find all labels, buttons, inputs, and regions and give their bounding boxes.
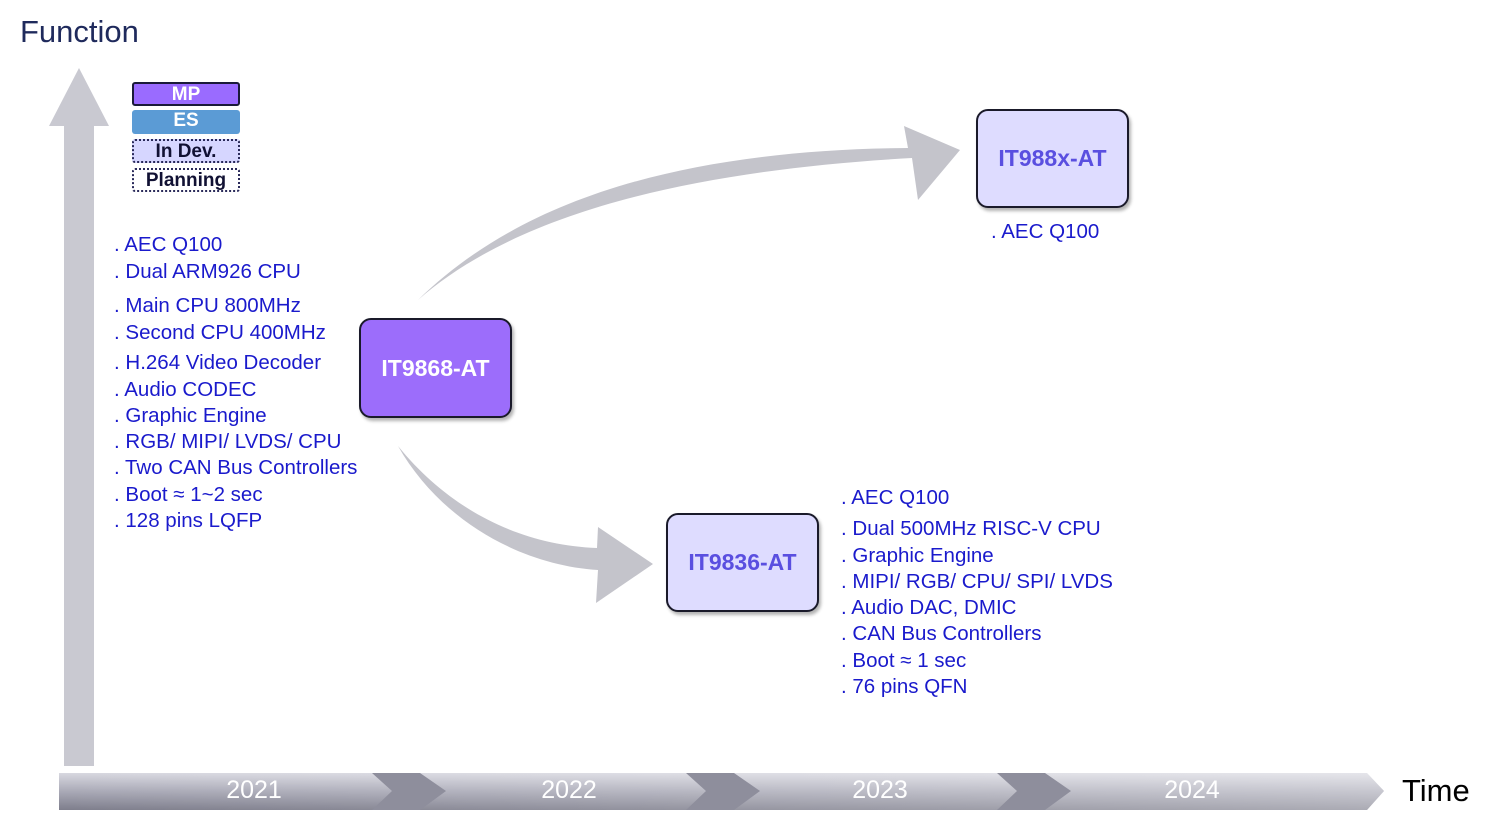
chip-label: IT988x-AT [998, 145, 1107, 171]
chip-it9836-at: IT9836-AT [666, 513, 819, 612]
legend-in-dev: In Dev. [132, 139, 240, 163]
timeline-chevron-2 [686, 773, 760, 810]
chip-label: IT9836-AT [688, 549, 797, 575]
arrow-to-it9836 [398, 446, 653, 603]
feature-item: . CAN Bus Controllers [841, 622, 1042, 645]
timeline-year-2021: 2021 [226, 776, 282, 804]
feature-item: . H.264 Video Decoder [114, 351, 322, 374]
timeline-year-2023: 2023 [852, 776, 908, 804]
feature-item: . AEC Q100 [991, 220, 1100, 243]
feature-item: . Second CPU 400MHz [114, 321, 326, 344]
feature-item: . AEC Q100 [114, 233, 223, 256]
feature-item: . 76 pins QFN [841, 675, 968, 698]
feature-item: . Audio CODEC [114, 378, 257, 401]
feature-item: . Dual ARM926 CPU [114, 260, 301, 283]
feature-item: . Boot ≈ 1~2 sec [114, 483, 263, 506]
function-axis-arrow [49, 68, 109, 766]
timeline-year-2022: 2022 [541, 776, 597, 804]
legend-planning: Planning [132, 168, 240, 192]
timeline-chevron-3 [997, 773, 1071, 810]
timeline-year-2024: 2024 [1164, 776, 1220, 804]
timeline-bar [59, 773, 1384, 810]
feature-item: . Main CPU 800MHz [114, 294, 301, 317]
feature-item: . MIPI/ RGB/ CPU/ SPI/ LVDS [841, 570, 1113, 593]
feature-item: . Graphic Engine [841, 544, 994, 567]
chip-it9868-at: IT9868-AT [359, 318, 512, 418]
feature-item: . 128 pins LQFP [114, 509, 263, 532]
feature-item: . Graphic Engine [114, 404, 267, 427]
chip-it988x-at: IT988x-AT [976, 109, 1129, 208]
feature-item: . Two CAN Bus Controllers [114, 456, 358, 479]
chip-label: IT9868-AT [381, 354, 490, 381]
arrow-to-it988x [418, 126, 960, 300]
y-axis-title: Function [20, 14, 139, 49]
feature-item: . RGB/ MIPI/ LVDS/ CPU [114, 430, 342, 453]
legend-es: ES [132, 110, 240, 134]
feature-item: . Audio DAC, DMIC [841, 596, 1017, 619]
legend-mp: MP [132, 82, 240, 106]
feature-item: . Dual 500MHz RISC-V CPU [841, 517, 1101, 540]
timeline-chevron-1 [372, 773, 446, 810]
feature-item: . Boot ≈ 1 sec [841, 649, 967, 672]
x-axis-title: Time [1402, 773, 1470, 808]
feature-item: . AEC Q100 [841, 486, 950, 509]
